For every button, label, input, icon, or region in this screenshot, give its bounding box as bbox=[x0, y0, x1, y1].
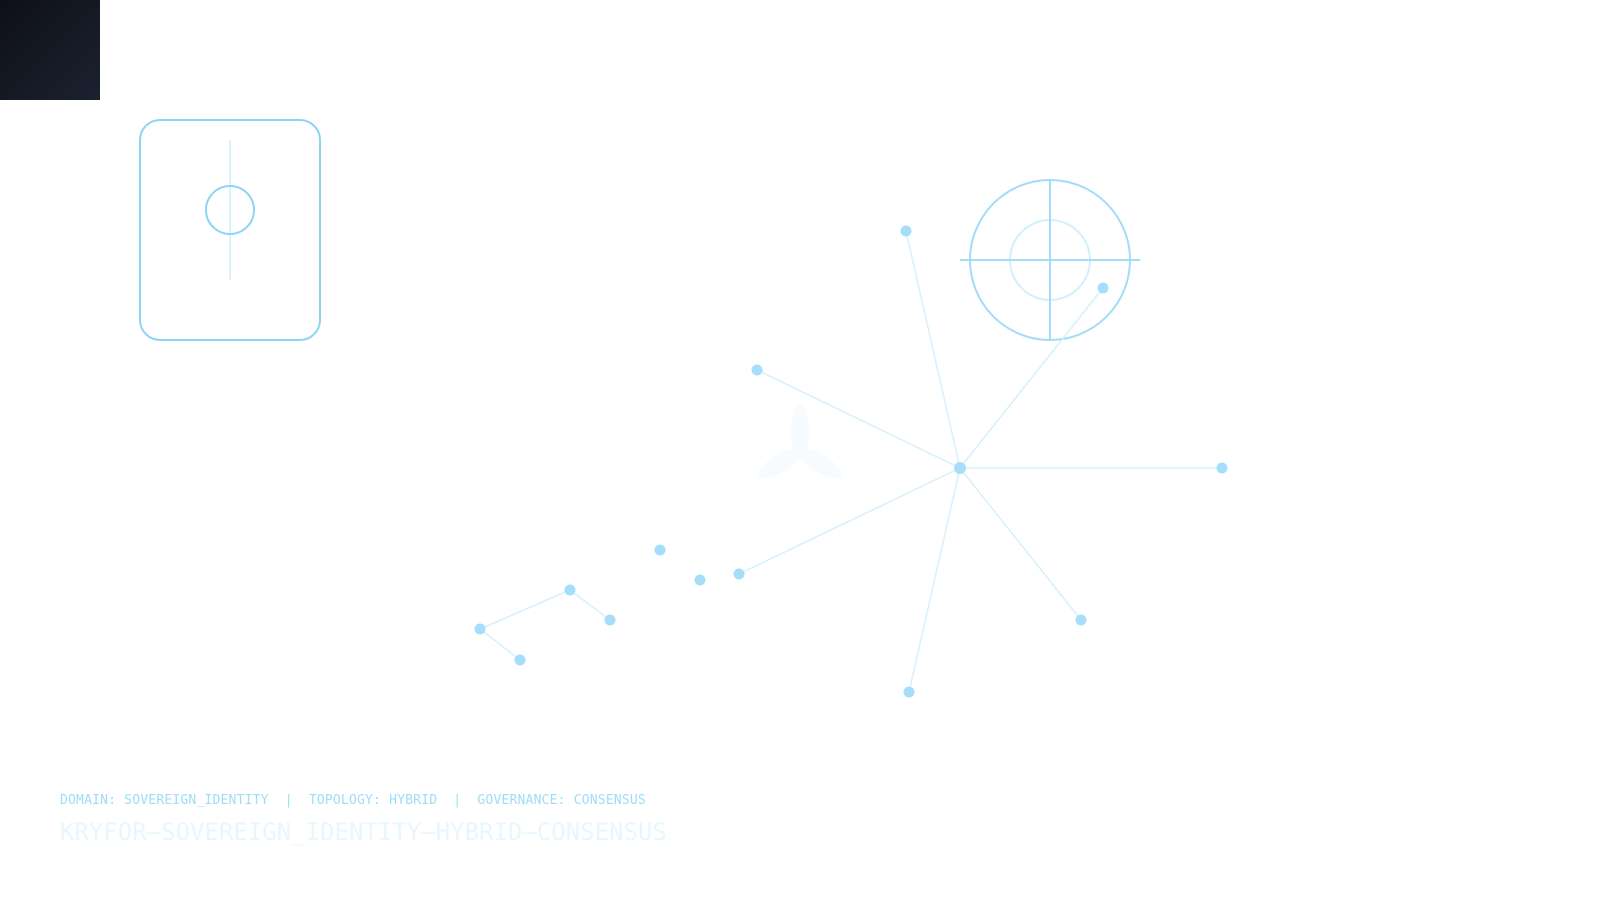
spoke-node[interactable] bbox=[1097, 282, 1109, 294]
spoke-node[interactable] bbox=[903, 686, 915, 698]
tri-petal-icon bbox=[757, 404, 843, 479]
spoke-edge bbox=[738, 467, 961, 575]
cluster-node[interactable] bbox=[694, 574, 706, 586]
page-title: KRYFOR—SOVEREIGN_IDENTITY—HYBRID—CONSENS… bbox=[60, 818, 667, 846]
cluster-node[interactable] bbox=[564, 584, 576, 596]
spoke-node[interactable] bbox=[1216, 462, 1228, 474]
corner-dark-tile bbox=[0, 0, 100, 100]
domain-metadata-line: DOMAIN: SOVEREIGN_IDENTITY | TOPOLOGY: H… bbox=[60, 793, 646, 808]
spoke-edge bbox=[908, 467, 961, 693]
cluster-edge bbox=[479, 628, 521, 661]
cluster-node[interactable] bbox=[514, 654, 526, 666]
crosshair-target-icon bbox=[960, 179, 1140, 341]
network-nodes bbox=[474, 225, 1228, 698]
spoke-edge bbox=[959, 287, 1104, 469]
spoke-node[interactable] bbox=[733, 568, 745, 580]
spoke-node[interactable] bbox=[751, 364, 763, 376]
spoke-edge bbox=[959, 467, 1082, 621]
cluster-node[interactable] bbox=[604, 614, 616, 626]
identity-card-icon bbox=[139, 119, 321, 341]
cluster-edge bbox=[569, 589, 611, 621]
spoke-edge bbox=[905, 230, 961, 469]
cluster-node[interactable] bbox=[654, 544, 666, 556]
spoke-node[interactable] bbox=[1075, 614, 1087, 626]
cluster-edge bbox=[479, 589, 571, 630]
hub-node[interactable] bbox=[954, 462, 966, 474]
cluster-node[interactable] bbox=[474, 623, 486, 635]
network-edges bbox=[479, 230, 1222, 693]
spoke-edge bbox=[756, 369, 961, 469]
spoke-node[interactable] bbox=[900, 225, 912, 237]
